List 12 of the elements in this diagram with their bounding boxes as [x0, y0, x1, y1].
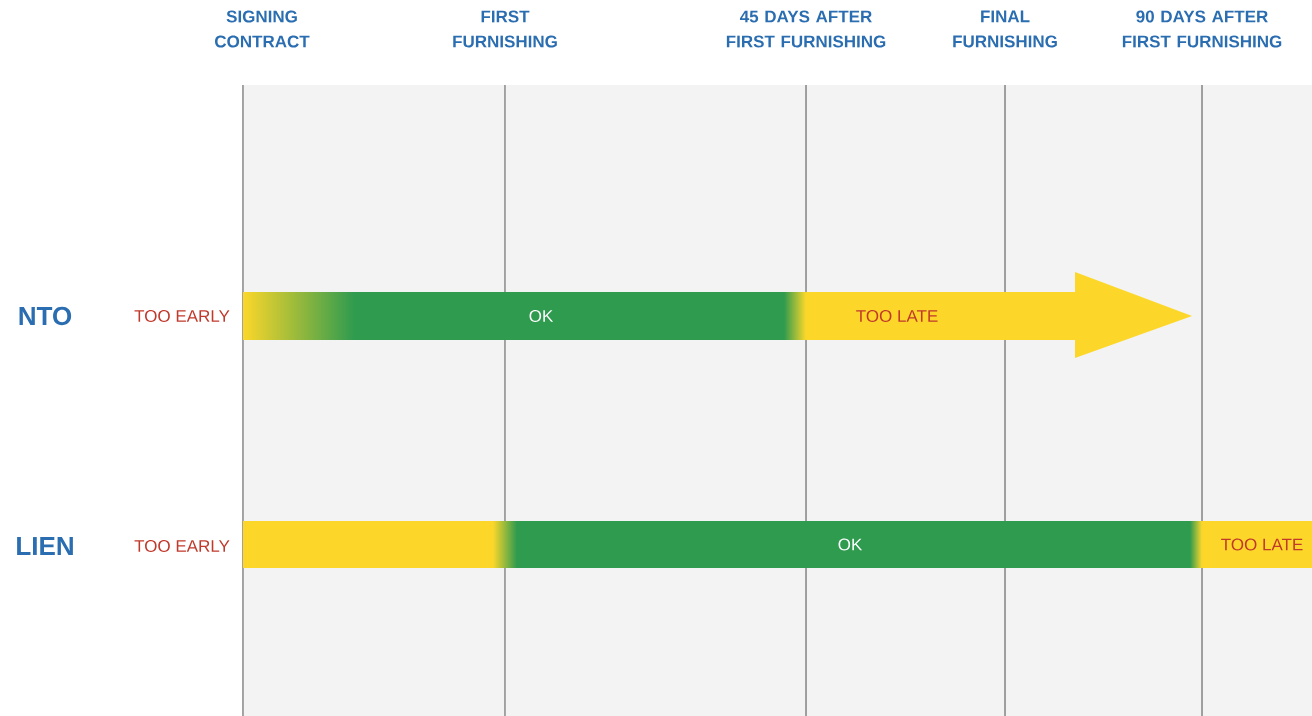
column-heading: FINAL FURNISHING — [953, 10, 1057, 48]
column-heading: SIGNING CONTRACT — [215, 10, 310, 48]
timeline-band: OK — [493, 521, 1202, 568]
column-heading: FIRST FURNISHING — [453, 10, 557, 48]
row-label: NTO — [19, 306, 72, 326]
column-heading: 45 DAYS AFTER FIRST FURNISHING — [726, 10, 886, 48]
row-label: LIEN — [17, 537, 73, 555]
timeline-band: TOO LATE — [1202, 521, 1312, 568]
timeline-band: OK — [243, 292, 806, 340]
column-heading: 90 DAYS AFTER FIRST FURNISHING — [1122, 10, 1282, 48]
arrow-band: TOO LATE — [806, 272, 1192, 358]
timeline-band — [243, 521, 493, 568]
